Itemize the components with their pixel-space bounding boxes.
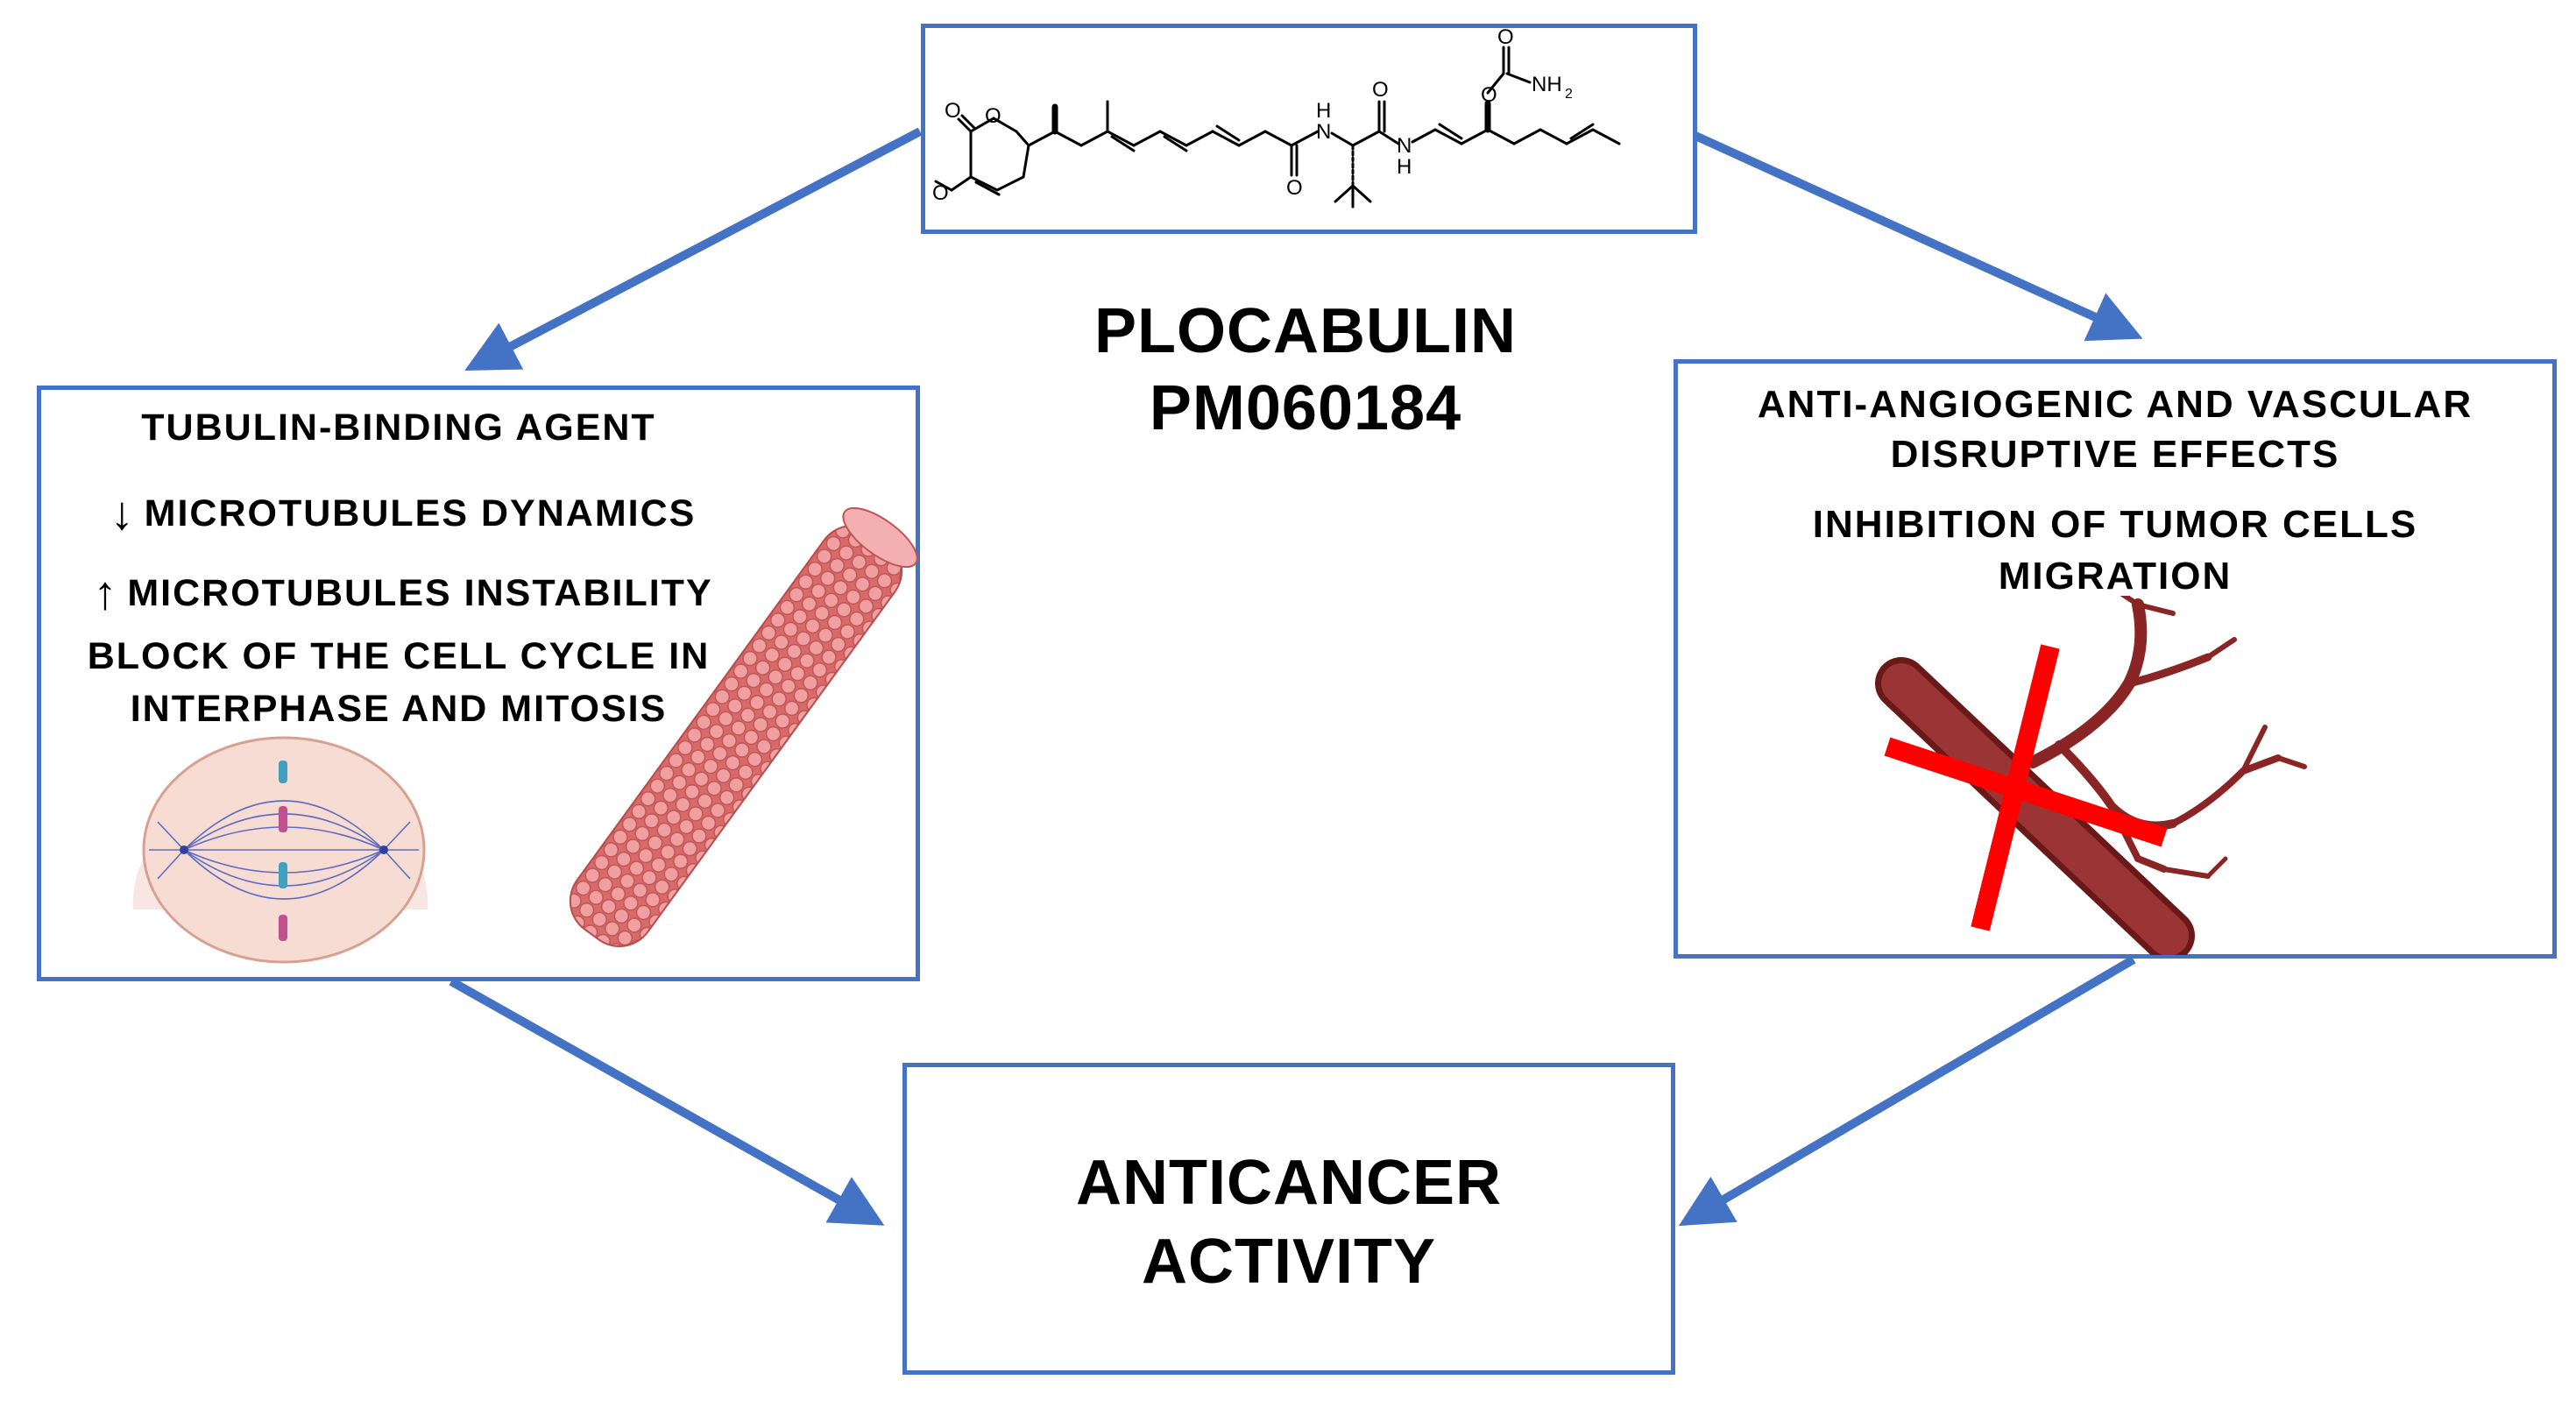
- red-cross-icon: [1884, 644, 2168, 931]
- dynamics-label: MICROTUBULES DYNAMICS: [144, 492, 697, 534]
- anticancer-box: [902, 1063, 1675, 1375]
- compound-name: PLOCABULIN: [1094, 296, 1517, 366]
- arrow-structure-to-tubulin: [464, 127, 923, 371]
- compound-code: PM060184: [1149, 373, 1462, 443]
- migration-label: MIGRATION: [1998, 555, 2233, 598]
- oxygen-label: O: [985, 104, 1001, 128]
- oxygen-label: O: [932, 181, 949, 205]
- cell-cycle-label: BLOCK OF THE CELL CYCLE IN: [87, 635, 711, 677]
- nitrogen-label: N: [1316, 120, 1331, 144]
- interphase-label: INTERPHASE AND MITOSIS: [130, 688, 668, 730]
- hydrogen-label: H: [1397, 155, 1412, 179]
- oxygen-label: O: [1497, 28, 1514, 49]
- anti-angiogenic-label: ANTI-ANGIOGENIC AND VASCULAR: [1757, 383, 2473, 426]
- chemical-structure: O O O O O O O N H N H NH 2: [932, 28, 1621, 209]
- instability-line: ↑MICROTUBULES INSTABILITY: [70, 566, 736, 617]
- oxygen-label: O: [1286, 176, 1303, 200]
- instability-label: MICROTUBULES INSTABILITY: [127, 572, 713, 614]
- blood-vessel-icon: [1875, 596, 2307, 955]
- amine-subscript: 2: [1565, 87, 1573, 102]
- down-arrow-icon: ↓: [110, 487, 134, 540]
- up-arrow-icon: ↑: [93, 567, 117, 619]
- arrow-angiogenic-to-anticancer: [1678, 955, 2136, 1227]
- dynamics-line: ↓MICROTUBULES DYNAMICS: [83, 486, 723, 537]
- oxygen-label: O: [1481, 83, 1497, 107]
- oxygen-label: O: [1372, 78, 1389, 102]
- microtubule-icon: [569, 506, 918, 948]
- amine-label: NH: [1532, 73, 1562, 96]
- nitrogen-label: N: [1397, 134, 1412, 158]
- arrow-tubulin-to-anticancer: [449, 977, 885, 1226]
- anticancer-label: ANTICANCER: [1076, 1148, 1502, 1218]
- mitotic-spindle-icon: [133, 736, 428, 964]
- hydrogen-label: H: [1316, 99, 1331, 123]
- oxygen-label: O: [945, 99, 961, 123]
- disruptive-effects-label: DISRUPTIVE EFFECTS: [1890, 433, 2340, 476]
- inhibition-label: INHIBITION OF TUMOR CELLS: [1812, 503, 2418, 546]
- structure-box: O O O O O O O N H N H NH 2: [921, 24, 1697, 234]
- activity-label: ACTIVITY: [1141, 1227, 1436, 1297]
- arrow-structure-to-angiogenic: [1693, 131, 2143, 342]
- tubulin-binding-label: TUBULIN-BINDING AGENT: [141, 407, 656, 449]
